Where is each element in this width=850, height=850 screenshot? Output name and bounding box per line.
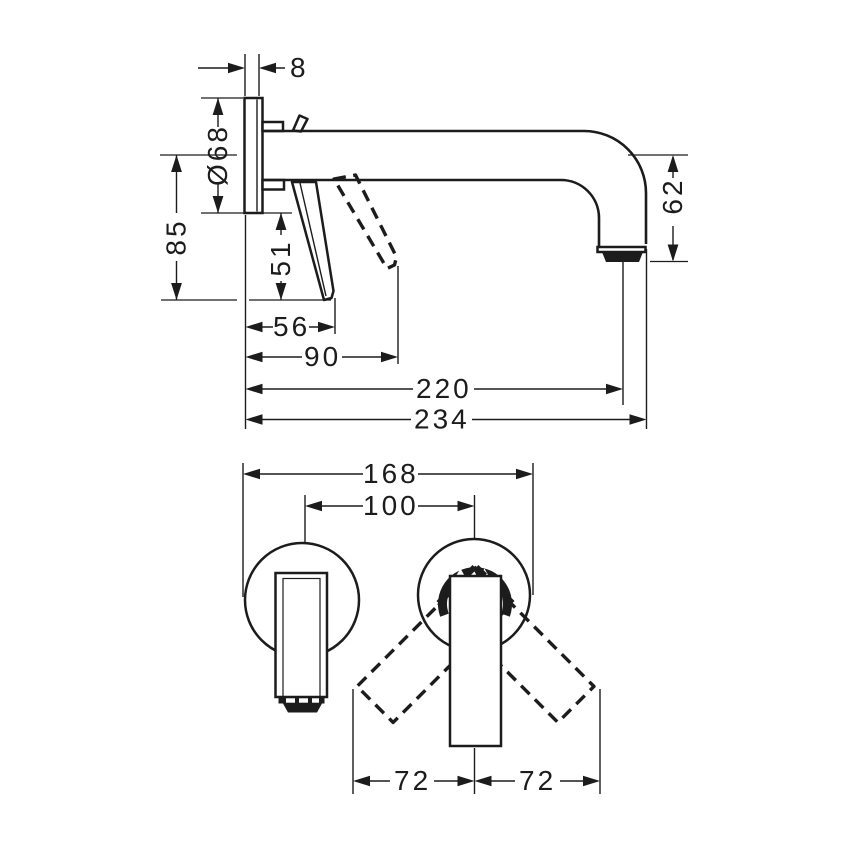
front-view: 168 100 <box>242 458 601 796</box>
dim-handle-swing-left: 72 <box>353 765 475 796</box>
spout-side-profile <box>262 129 648 262</box>
handle-lever-front <box>448 574 503 748</box>
dim-axis-to-handle-tip-label: 85 <box>161 218 192 255</box>
aerator-front <box>278 696 325 713</box>
extension-lines-side <box>244 215 648 429</box>
aerator-side <box>602 252 643 262</box>
dim-handle-swing-right-label: 72 <box>519 765 556 796</box>
dim-spout-reach-to-outlet: 220 <box>245 373 623 404</box>
dim-handle-swing-left-label: 72 <box>394 765 431 796</box>
dim-axis-to-outlet-drop-label: 62 <box>657 177 688 214</box>
dim-center-distance: 100 <box>304 490 476 542</box>
dim-handle-closed-reach-label: 56 <box>273 311 310 342</box>
handle-front <box>355 537 596 748</box>
dim-spout-total-reach-label: 234 <box>414 404 470 435</box>
dim-plate-to-handle-tip-label: 51 <box>265 239 296 276</box>
dim-spout-total-reach: 234 <box>245 404 647 435</box>
dim-plate-to-handle-tip: 51 <box>249 213 331 301</box>
dim-plate-thickness: 8 <box>198 52 309 96</box>
dim-handle-open-reach-label: 90 <box>304 341 341 372</box>
side-view: 8 Ø68 <box>160 52 688 435</box>
dim-center-distance-label: 100 <box>363 490 419 521</box>
body-collar-top <box>261 120 285 133</box>
dim-handle-closed-reach: 56 <box>245 311 335 342</box>
body-collar-bottom <box>261 178 286 191</box>
dim-handle-swing-right: 72 <box>474 765 600 796</box>
dim-axis-to-outlet-drop: 62 <box>628 154 688 263</box>
handle-lever-closed <box>290 180 335 302</box>
handle-lever-open-dashed <box>332 173 399 271</box>
dim-spout-reach-to-outlet-label: 220 <box>416 373 472 404</box>
extension-lines-front <box>352 689 601 794</box>
dim-plate-span-label: 168 <box>363 458 419 489</box>
spout-front <box>243 541 361 713</box>
dim-plate-span: 168 <box>242 458 534 597</box>
dim-plate-thickness-label: 8 <box>290 52 309 83</box>
escutcheon-side-profile <box>243 96 264 215</box>
dim-axis-to-handle-tip: 85 <box>160 154 237 301</box>
dim-handle-open-reach: 90 <box>245 341 398 372</box>
